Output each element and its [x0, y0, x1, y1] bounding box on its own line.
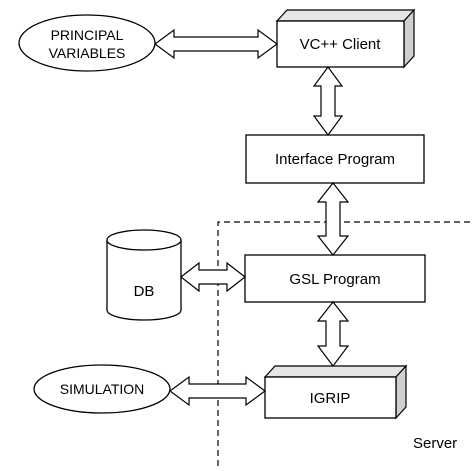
principal-line2: VARIABLES [49, 45, 126, 61]
igrip-label: IGRIP [310, 390, 351, 407]
arrow-vc-client-interface [312, 65, 344, 137]
igrip-node: IGRIP [263, 364, 408, 420]
arrow-interface-gsl [316, 182, 350, 256]
principal-variables-node: PRINCIPAL VARIABLES [18, 14, 156, 72]
principal-line1: PRINCIPAL [51, 27, 124, 43]
server-label: Server [413, 435, 457, 452]
gsl-program-node: GSL Program [244, 254, 426, 303]
arrow-gsl-igrip [316, 301, 350, 367]
simulation-node: SIMULATION [33, 364, 171, 414]
arrow-simulation-igrip [168, 375, 267, 407]
db-node: DB [106, 229, 182, 321]
arrow-db-gsl [180, 261, 246, 293]
interface-program-label: Interface Program [275, 151, 395, 168]
interface-program-node: Interface Program [245, 134, 425, 184]
gsl-program-label: GSL Program [289, 271, 380, 288]
simulation-label: SIMULATION [60, 381, 145, 397]
db-label: DB [134, 283, 155, 300]
vc-client-node: VC++ Client [275, 8, 416, 69]
arrow-principal-vc-client [153, 28, 279, 60]
vc-client-label: VC++ Client [300, 36, 382, 53]
